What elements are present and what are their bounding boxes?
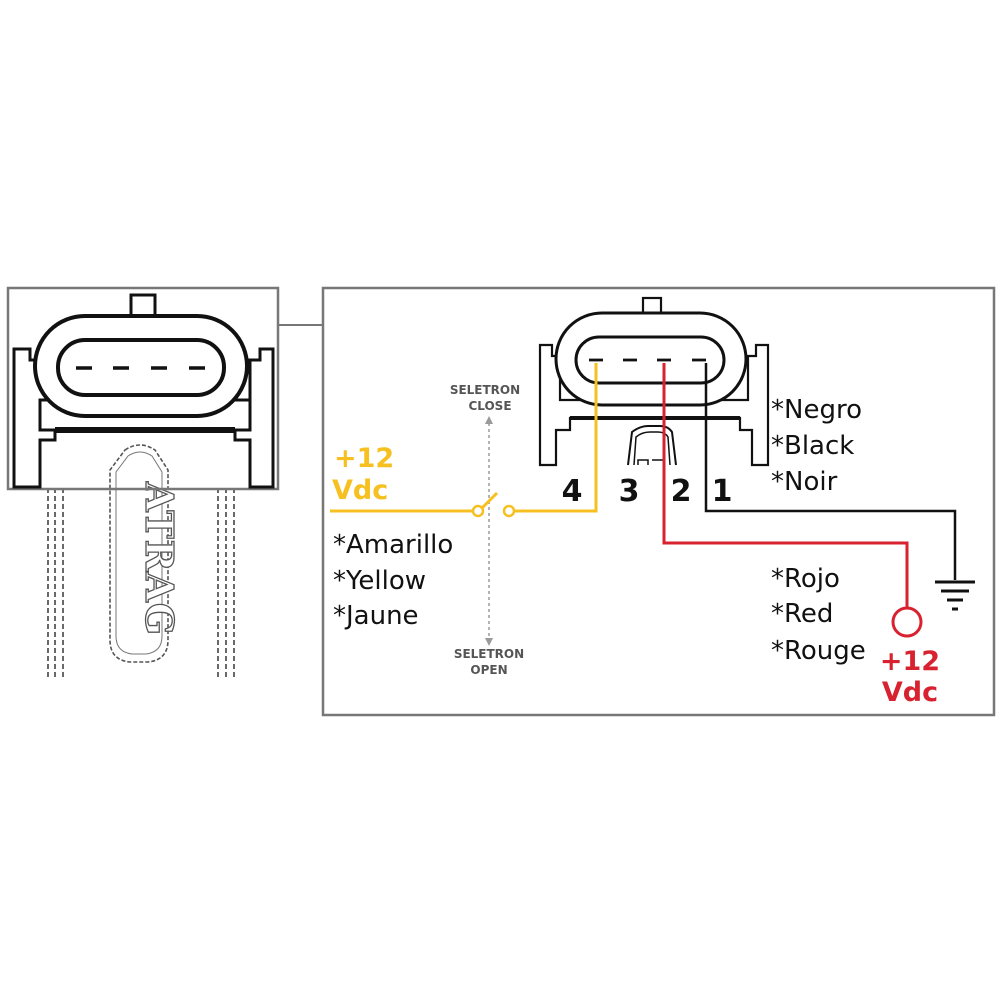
left-connector — [12, 293, 275, 489]
right-connector — [538, 296, 770, 467]
right-panel-frame — [321, 286, 996, 717]
switch-close-label-line1: SELETRON — [450, 383, 520, 397]
logo-text: ATRAG — [137, 481, 182, 636]
ground-icon — [935, 580, 975, 611]
left-panel-frame — [6, 286, 280, 491]
yellow-label-en: *Yellow — [333, 566, 426, 596]
red-label-en: *Red — [771, 599, 833, 629]
right-supply-label: +12 Vdc — [880, 646, 940, 708]
right-supply-unit: Vdc — [882, 677, 938, 708]
pin-number-2: 2 — [671, 474, 692, 509]
pin-number-1: 1 — [712, 474, 733, 509]
logo-tag: ATRAG — [109, 444, 183, 663]
left-detail-panel: ATRAG — [6, 286, 280, 680]
black-label-es: *Negro — [771, 395, 862, 425]
left-supply-label: +12 Vdc — [332, 443, 394, 506]
left-supply-voltage: +12 — [334, 443, 394, 474]
red-wire-labels: *Rojo *Red *Rouge — [771, 564, 866, 666]
supply-circle-icon — [891, 606, 923, 638]
switch-close-label-line2: CLOSE — [468, 399, 511, 413]
black-label-en: *Black — [771, 431, 854, 461]
pin-numbers: 4 3 2 1 — [562, 474, 733, 509]
red-label-es: *Rojo — [771, 564, 840, 594]
black-wire-labels: *Negro *Black *Noir — [771, 395, 862, 497]
switch-icon — [471, 491, 516, 518]
red-label-fr: *Rouge — [771, 636, 866, 666]
left-supply-unit: Vdc — [332, 475, 388, 506]
right-supply-voltage: +12 — [880, 646, 940, 677]
yellow-wire-labels: *Amarillo *Yellow *Jaune — [333, 530, 453, 631]
cable-legs — [47, 488, 235, 680]
switch-open-label-line2: OPEN — [470, 663, 507, 677]
switch-travel-axis — [485, 416, 493, 646]
yellow-wire — [330, 363, 598, 513]
pin-number-4: 4 — [562, 474, 583, 509]
red-wire — [662, 363, 909, 608]
yellow-label-es: *Amarillo — [333, 530, 453, 560]
pin-number-3: 3 — [619, 474, 640, 509]
switch-open-label-line1: SELETRON — [454, 647, 524, 661]
black-label-fr: *Noir — [771, 467, 838, 497]
black-wire — [704, 363, 957, 580]
yellow-label-fr: *Jaune — [333, 601, 419, 631]
switch-labels: SELETRON CLOSE SELETRON OPEN — [450, 383, 524, 677]
